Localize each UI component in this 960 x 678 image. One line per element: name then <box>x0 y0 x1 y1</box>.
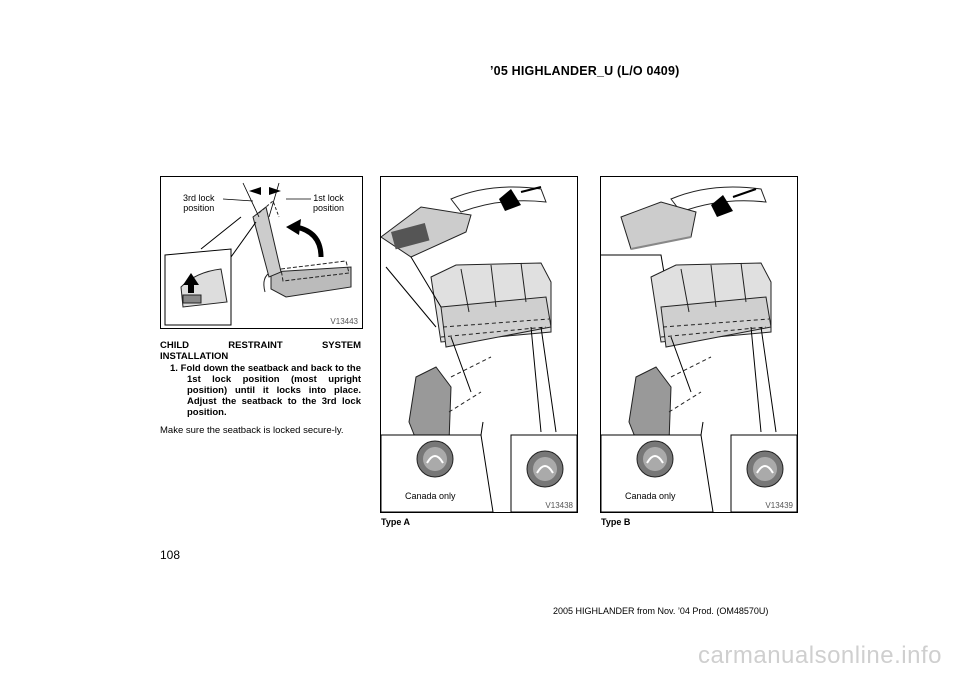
section-heading: CHILD RESTRAINT SYSTEM INSTALLATION <box>160 340 361 362</box>
type-a-caption: Type A <box>381 517 411 527</box>
instruction-note: Make sure the seatback is locked secure-… <box>160 425 344 436</box>
page-number: 108 <box>160 548 181 562</box>
first-lock-label-line1: 1st lock <box>313 193 344 203</box>
type-b-illustration <box>601 186 797 512</box>
document-header: ’05 HIGHLANDER_U (L/O 0409) <box>490 64 680 78</box>
canada-only-label: Canada only <box>625 491 676 501</box>
watermark: carmanualsonline.info <box>698 642 942 669</box>
first-lock-label: 1st lock position <box>313 193 344 213</box>
seat-lock-illustration <box>164 182 352 326</box>
figure-code: V13439 <box>765 501 793 510</box>
heading-line2: INSTALLATION <box>160 351 229 362</box>
third-lock-label-line2: position <box>183 203 215 213</box>
type-b-caption: Type B <box>601 517 631 527</box>
step-text: Fold down the seatback and back to the 1… <box>180 363 362 418</box>
heading-word: SYSTEM <box>321 340 361 351</box>
third-lock-label: 3rd lock position <box>183 193 215 213</box>
canada-only-label: Canada only <box>405 491 456 501</box>
type-b-figure: Canada only V13439 <box>600 176 798 513</box>
figure-code: V13438 <box>545 501 573 510</box>
document-footer: 2005 HIGHLANDER from Nov. ’04 Prod. (OM4… <box>553 606 769 616</box>
figure-code: V13443 <box>330 317 358 326</box>
heading-word: RESTRAINT <box>228 340 283 351</box>
seat-lock-figure: 3rd lock position 1st lock position V134… <box>160 176 363 329</box>
type-a-figure: Canada only V13438 <box>380 176 578 513</box>
instruction-step: 1. Fold down the seatback and back to th… <box>170 363 361 418</box>
step-number: 1. <box>170 363 178 374</box>
heading-word: CHILD <box>160 340 190 351</box>
third-lock-label-line1: 3rd lock <box>183 193 215 203</box>
type-a-illustration <box>381 186 577 512</box>
first-lock-label-line2: position <box>313 203 345 213</box>
